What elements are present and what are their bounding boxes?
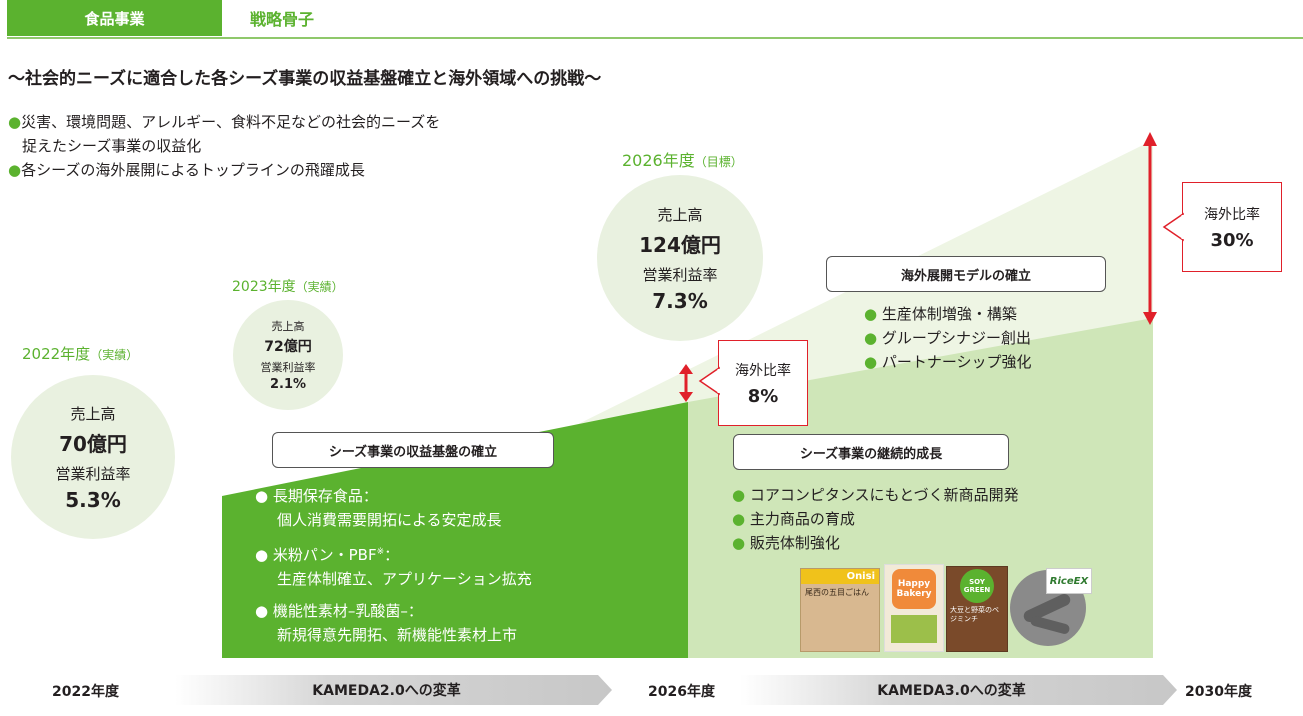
seeds-foundation-area bbox=[222, 402, 688, 658]
margin-value: 2.1% bbox=[269, 377, 307, 392]
callout-pointer bbox=[698, 366, 720, 396]
intro-bullet-1: ●災害、環境問題、アレルギー、食料不足などの社会的ニーズを bbox=[8, 113, 441, 131]
margin-value: 7.3% bbox=[652, 288, 708, 313]
year-2022-label: 2022年度（実績） bbox=[22, 345, 139, 363]
phase2-item-1: ● コアコンピタンスにもとづく新商品開発 bbox=[732, 486, 1019, 504]
phase1-title-box: シーズ事業の収益基盤の確立 bbox=[272, 432, 554, 468]
product-happy-bakery-image: Happy Bakery bbox=[884, 564, 944, 652]
phase3-item-3: ● パートナーシップ強化 bbox=[864, 353, 1032, 371]
phase1-item-1-detail: 個人消費需要開拓による安定成長 bbox=[277, 511, 502, 529]
overseas-ratio-label: 海外比率 bbox=[735, 362, 791, 379]
overseas-30-arrow bbox=[1143, 132, 1157, 325]
phase1-item-3: ● 機能性素材–乳酸菌–： bbox=[255, 602, 423, 620]
timeline-year-start: 2022年度 bbox=[52, 684, 119, 700]
intro-bullets: ●災害、環境問題、アレルギー、食料不足などの社会的ニーズを 捉えたシーズ事業の収… bbox=[8, 110, 440, 182]
intro-bullet-1-cont: 捉えたシーズ事業の収益化 bbox=[22, 137, 202, 155]
strategy-subtitle: 〜社会的ニーズに適合した各シーズ事業の収益基盤確立と海外領域への挑戦〜 bbox=[8, 69, 602, 89]
bullet-dot-icon: ● bbox=[8, 113, 22, 131]
product-happy-bakery-pack bbox=[891, 615, 937, 643]
lactic-bacteria-shape bbox=[1029, 614, 1071, 636]
overseas-ratio-value: 30% bbox=[1210, 229, 1254, 251]
phase3-title-box: 海外展開モデルの確立 bbox=[826, 256, 1106, 292]
sales-label: 売上高 bbox=[70, 404, 116, 423]
page-title: 戦略骨子 bbox=[250, 10, 315, 29]
intro-bullet-2: ●各シーズの海外展開によるトップラインの飛躍成長 bbox=[8, 161, 365, 179]
product-happy-bakery-logo: Happy Bakery bbox=[892, 569, 936, 609]
phase3-list: ● 生産体制増強・構築 ● グループシナジー創出 ● パートナーシップ強化 bbox=[864, 302, 1032, 374]
year-2026-label: 2026年度（目標） bbox=[622, 151, 743, 170]
phase2-list: ● コアコンピタンスにもとづく新商品開発 ● 主力商品の育成 ● 販売体制強化 bbox=[732, 483, 1019, 555]
overseas-ratio-30-callout: 海外比率 30% bbox=[1182, 182, 1282, 272]
margin-label: 営業利益率 bbox=[260, 361, 316, 374]
product-onisi-image: Onisi 尾西の五目ごはん bbox=[800, 568, 880, 652]
margin-label: 営業利益率 bbox=[55, 464, 131, 483]
product-onisi-name: 尾西の五目ごはん bbox=[805, 588, 869, 597]
timeline-label-kameda-3: KAMEDA3.0への変革 bbox=[877, 683, 1026, 699]
phase1-list: ● 長期保存食品： 個人消費需要開拓による安定成長 ● 米粉パン・PBF※： 生… bbox=[255, 484, 532, 647]
overseas-ratio-value: 8% bbox=[747, 385, 779, 407]
year-2026-circle: 売上高 124億円 営業利益率 7.3% bbox=[597, 175, 763, 341]
year-2023-circle: 売上高 72億円 営業利益率 2.1% bbox=[233, 300, 343, 410]
bullet-dot-icon: ● bbox=[8, 161, 22, 179]
phase3-item-2: ● グループシナジー創出 bbox=[864, 329, 1031, 347]
sales-value: 124億円 bbox=[639, 232, 721, 257]
callout-pointer bbox=[1162, 212, 1184, 242]
year-2023-label: 2023年度（実績） bbox=[232, 279, 344, 295]
overseas-8-arrow bbox=[679, 364, 693, 402]
segment-tab-food-business: 食品事業 bbox=[7, 0, 222, 36]
sales-label: 売上高 bbox=[271, 320, 305, 333]
year-2022-circle: 売上高 70億円 営業利益率 5.3% bbox=[11, 375, 175, 539]
margin-label: 営業利益率 bbox=[642, 265, 718, 284]
sales-label: 売上高 bbox=[657, 205, 703, 224]
phase1-item-2-detail: 生産体制確立、アプリケーション拡充 bbox=[277, 570, 532, 588]
phase1-item-3-detail: 新規得意先開拓、新機能性素材上市 bbox=[277, 626, 518, 644]
product-soy-green-name: 大豆と野菜のベジミンチ bbox=[950, 606, 999, 623]
product-soy-green-image: SOY GREEN 大豆と野菜のベジミンチ bbox=[946, 566, 1008, 652]
product-onisi-logo: Onisi bbox=[801, 569, 879, 584]
timeline-year-mid: 2026年度 bbox=[648, 684, 715, 700]
product-riceex-logo: RiceEX bbox=[1046, 568, 1092, 594]
overseas-ratio-label: 海外比率 bbox=[1204, 206, 1260, 223]
sales-value: 72億円 bbox=[264, 339, 312, 355]
overseas-ratio-8-callout: 海外比率 8% bbox=[718, 340, 808, 426]
timeline-year-end: 2030年度 bbox=[1185, 684, 1252, 700]
header-divider bbox=[7, 37, 1303, 39]
phase3-item-1: ● 生産体制増強・構築 bbox=[864, 305, 1017, 323]
phase1-item-2: ● 米粉パン・PBF※： bbox=[255, 546, 400, 564]
phase2-title-box: シーズ事業の継続的成長 bbox=[733, 434, 1009, 470]
timeline-label-kameda-2: KAMEDA2.0への変革 bbox=[312, 683, 461, 699]
sales-value: 70億円 bbox=[59, 431, 127, 456]
phase1-item-1: ● 長期保存食品： bbox=[255, 487, 378, 505]
timeline-bar-kameda-2 bbox=[175, 675, 612, 705]
margin-value: 5.3% bbox=[65, 487, 121, 512]
phase2-item-3: ● 販売体制強化 bbox=[732, 534, 840, 552]
timeline-bar-kameda-3 bbox=[740, 675, 1177, 705]
product-soy-green-logo: SOY GREEN bbox=[960, 569, 994, 603]
phase2-item-2: ● 主力商品の育成 bbox=[732, 510, 855, 528]
